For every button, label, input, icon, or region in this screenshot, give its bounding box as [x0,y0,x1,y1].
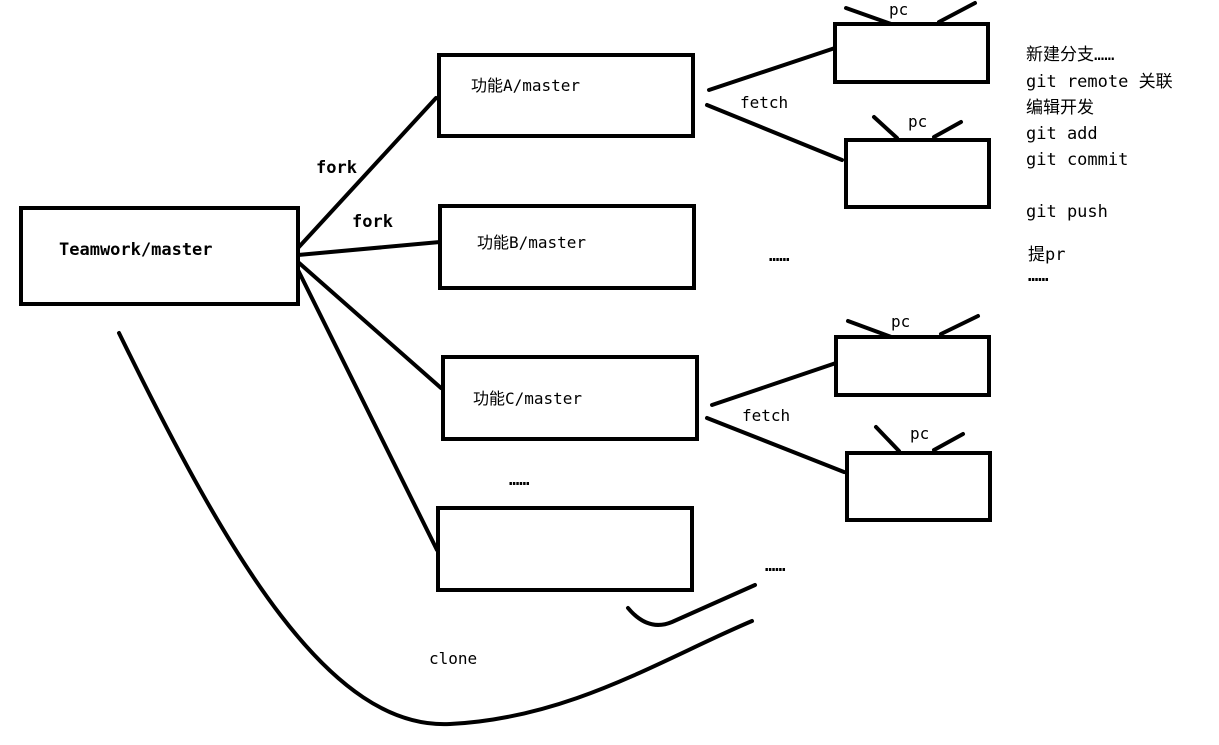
pc-antenna [932,432,965,452]
step-list-item: git commit [1026,150,1129,170]
pc-label: pc [908,112,928,131]
pc-antenna [872,115,899,140]
fork-repo-c-box [441,355,699,441]
fork-repo-b-label: 功能B/master [477,233,587,252]
fork-line-c [296,260,443,390]
pc-box-c2 [845,451,992,522]
root-repo-label: Teamwork/master [59,240,213,260]
clone-label: clone [429,649,478,668]
fetch-line-a1 [707,46,837,92]
fork-repo-d-box [436,506,694,592]
step-list-item: …… [1028,266,1049,286]
root-repo-box [19,206,300,306]
fork-repo-a-label: 功能A/master [471,76,581,95]
step-list-item: 编辑开发 [1026,98,1094,118]
clone-curve [117,331,754,727]
pc-antenna [874,425,901,453]
pc-box-a1 [833,22,990,84]
fetch-label: fetch [740,93,789,112]
step-list-item: git push [1026,202,1108,222]
fork-line-a [296,96,438,250]
fetch-line-a2 [705,103,844,162]
pc-antenna [939,314,980,336]
step-list-item: 提pr [1028,245,1066,265]
ellipsis: …… [769,246,790,266]
fetch-label: fetch [742,406,791,425]
fork-label: fork [352,212,393,232]
step-list-item: 新建分支…… [1026,45,1115,65]
fork-repo-b-box [438,204,696,290]
fork-repo-c-label: 功能C/master [473,389,583,408]
pc-label: pc [889,0,909,19]
hook-stroke [626,583,757,627]
pc-box-a2 [844,138,991,209]
fetch-line-c1 [710,361,838,407]
fork-label: fork [316,158,357,178]
fetch-line-c2 [705,416,846,474]
fork-line-d [296,268,439,552]
step-list-item: git add [1026,124,1098,144]
pc-antenna [937,1,977,24]
ellipsis: …… [765,556,786,576]
pc-antenna [932,120,963,139]
pc-label: pc [891,312,911,331]
ellipsis: …… [509,470,530,490]
fork-line-b [296,240,442,257]
step-list-item: git remote 关联 [1026,72,1173,92]
pc-label: pc [910,424,930,443]
pc-box-c1 [834,335,991,397]
fork-repo-a-box [437,53,695,138]
